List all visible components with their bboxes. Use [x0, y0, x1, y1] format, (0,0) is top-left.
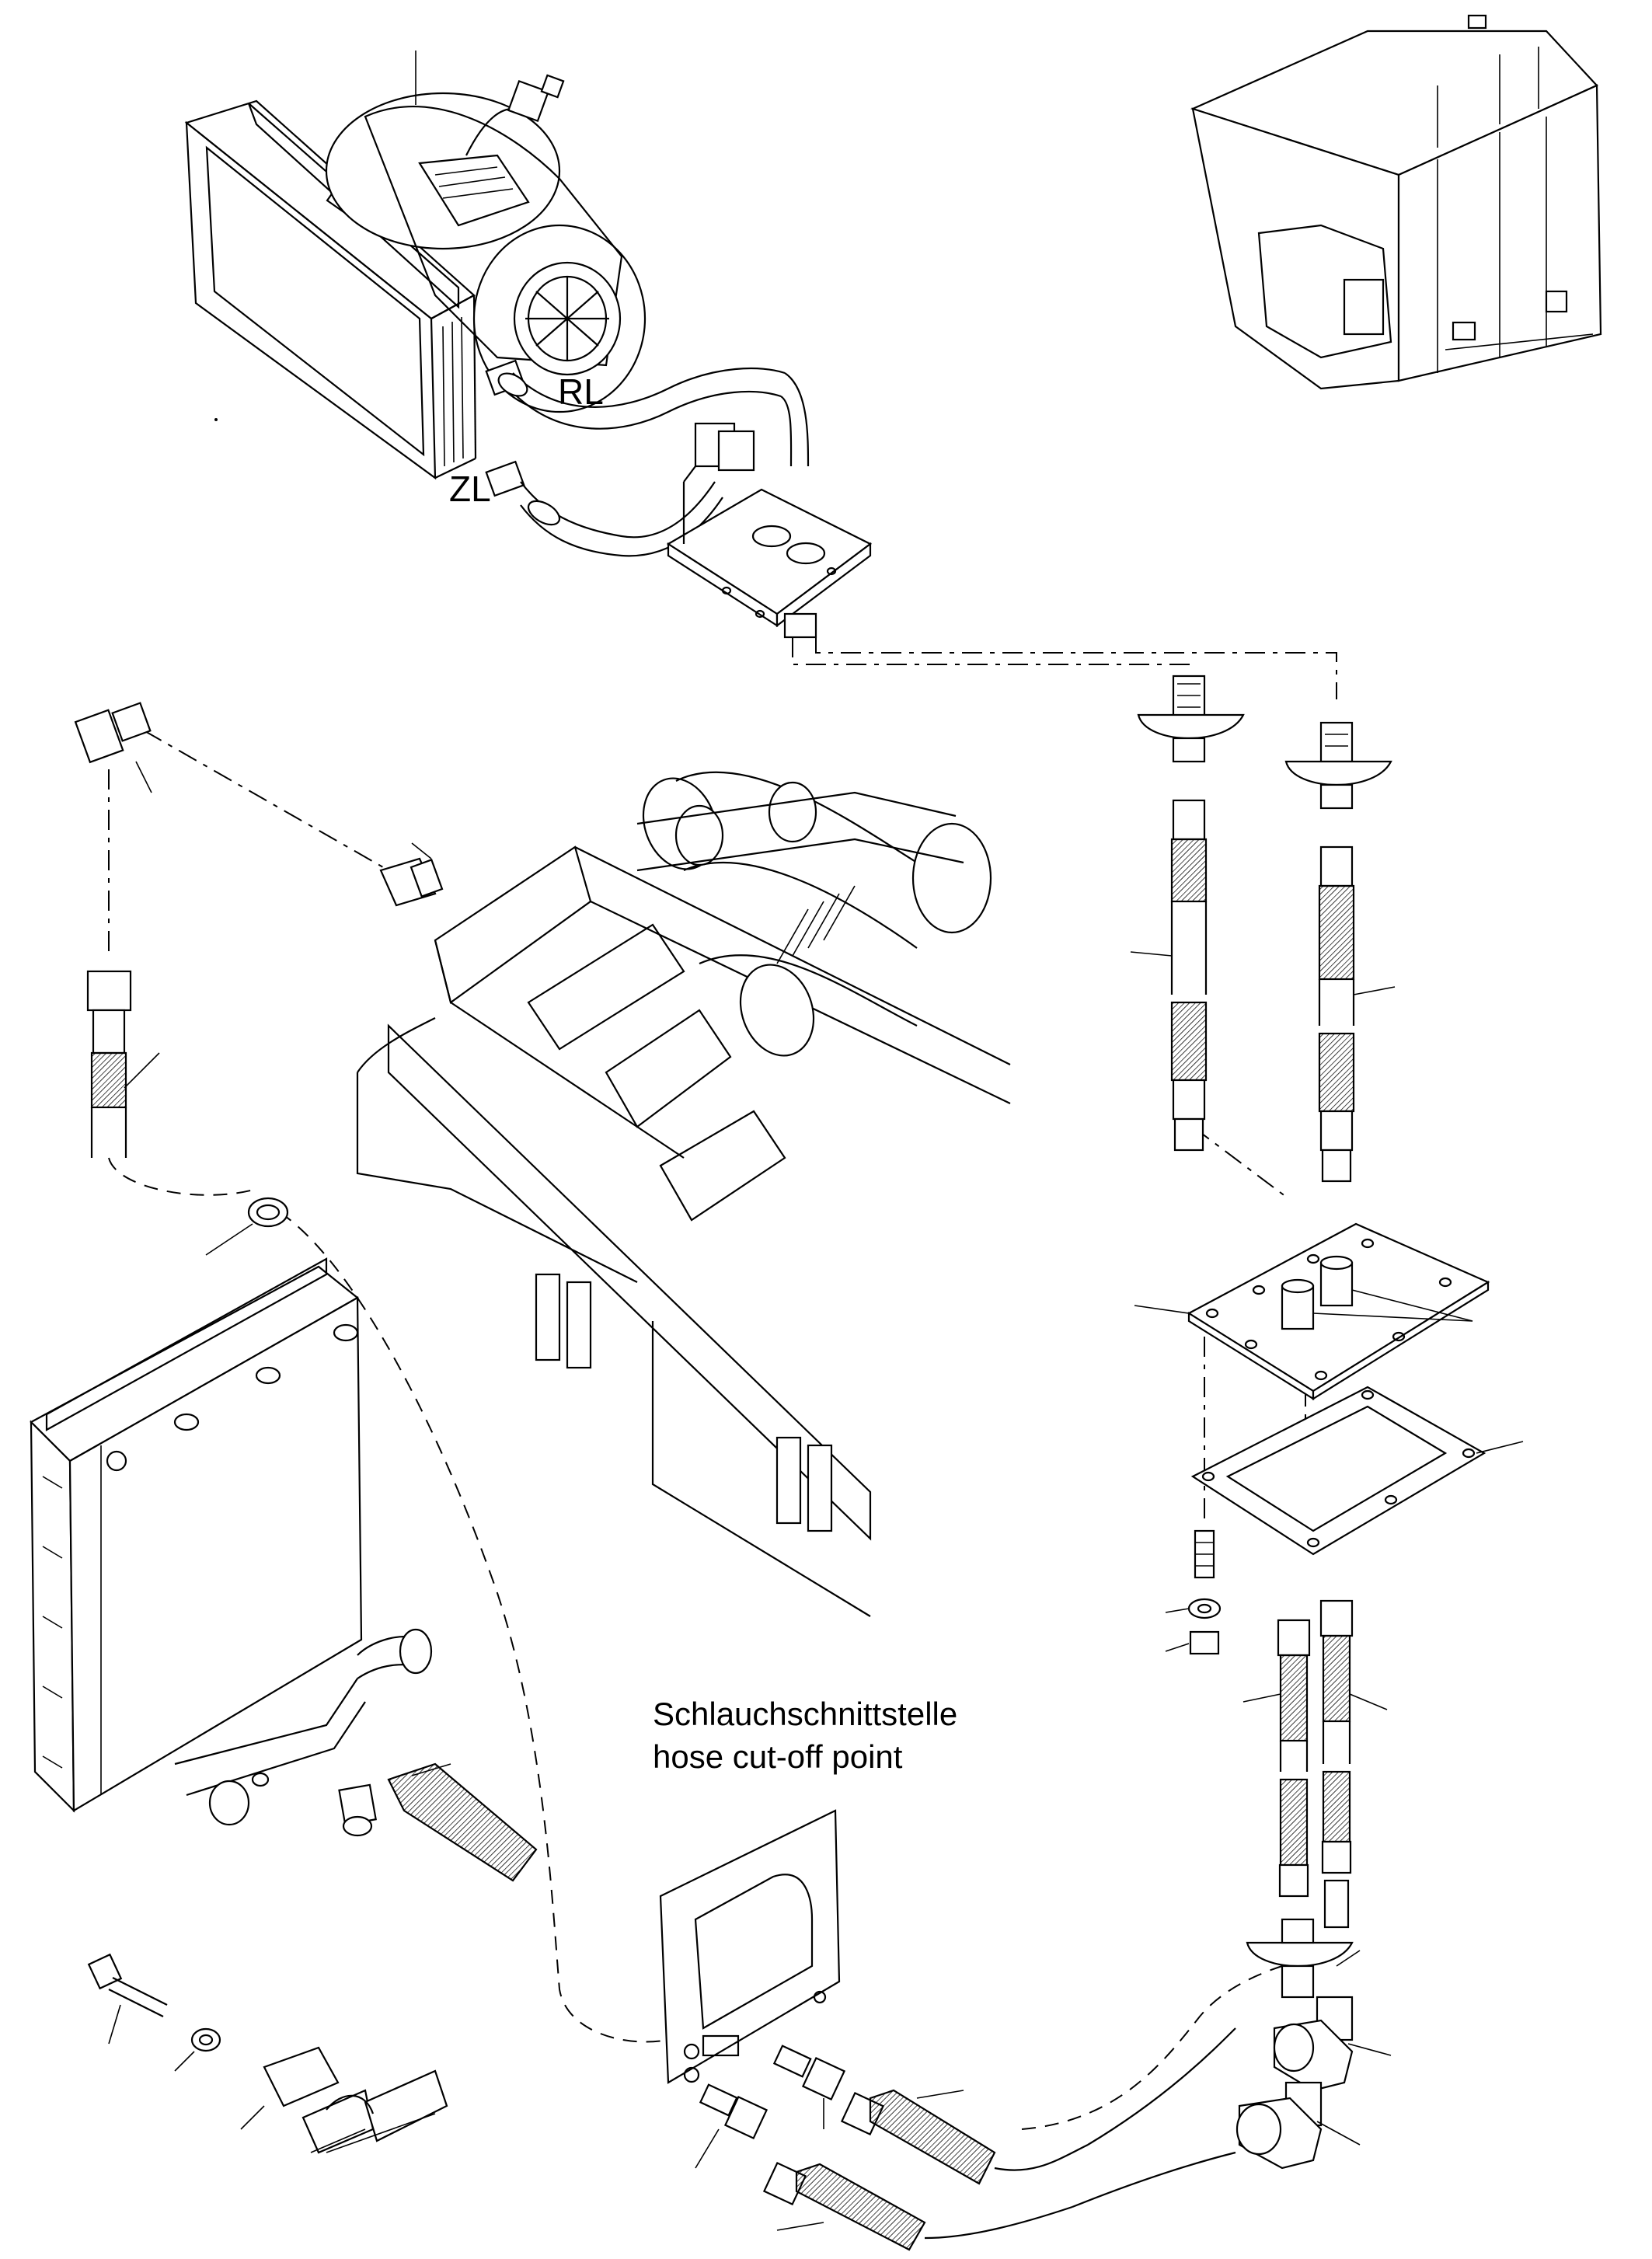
engine-block: [356, 771, 1011, 1617]
elbow-lower-right: [1236, 2081, 1361, 2170]
elbow-upper-right: [1273, 1996, 1392, 2092]
bolt: [87, 1953, 168, 2045]
hose-line-2: [924, 2205, 1073, 2240]
hose-line-1: [994, 2144, 1089, 2171]
nipple-fitting: [379, 842, 444, 907]
vertical-hose-left: [1130, 799, 1208, 1152]
return-and-supply-hoses: [497, 367, 810, 557]
lower-hose-pair: [1242, 1599, 1388, 1929]
hose-to-cab-1: [840, 2089, 996, 2185]
washer: [174, 2027, 221, 2072]
lower-bulkhead-fitting: [1246, 1918, 1361, 1999]
bulkhead-connectors: [695, 2045, 846, 2169]
hose-to-cab-2: [762, 2161, 926, 2251]
stray-dot: [214, 418, 218, 421]
elbow-fitting: [74, 702, 152, 793]
hose-line-right-2: [1072, 2151, 1236, 2208]
bulkhead-fitting-left: [1137, 675, 1245, 763]
cutoff-label-en: hose cut-off point: [653, 1738, 903, 1775]
hose-line-right-1: [1087, 2027, 1236, 2146]
pipe-clamp: [240, 2046, 448, 2154]
bulkhead-fitting-right: [1284, 721, 1392, 810]
bulkhead-plate: [659, 1809, 841, 2084]
heater-blower-unit: [184, 51, 647, 497]
gasket: [1190, 1386, 1524, 1556]
cab-overview: [1190, 14, 1602, 390]
cutoff-label-de: Schlauchschnittstelle: [653, 1696, 957, 1732]
label-supply-line: ZL: [449, 469, 491, 509]
radiator-hose: [338, 1762, 538, 1882]
mounting-plate: [1134, 1222, 1490, 1400]
hose-clamp: [205, 1197, 289, 1256]
heater-hose-left: [86, 970, 160, 1158]
radiator: [30, 1257, 433, 1826]
stud-washer-nut: [1165, 1529, 1222, 1655]
label-return-line: RL: [558, 371, 604, 412]
water-valve-bracket: [666, 422, 873, 639]
vertical-hose-right: [1318, 845, 1396, 1183]
assembly-reference-lines: [108, 637, 1337, 2130]
